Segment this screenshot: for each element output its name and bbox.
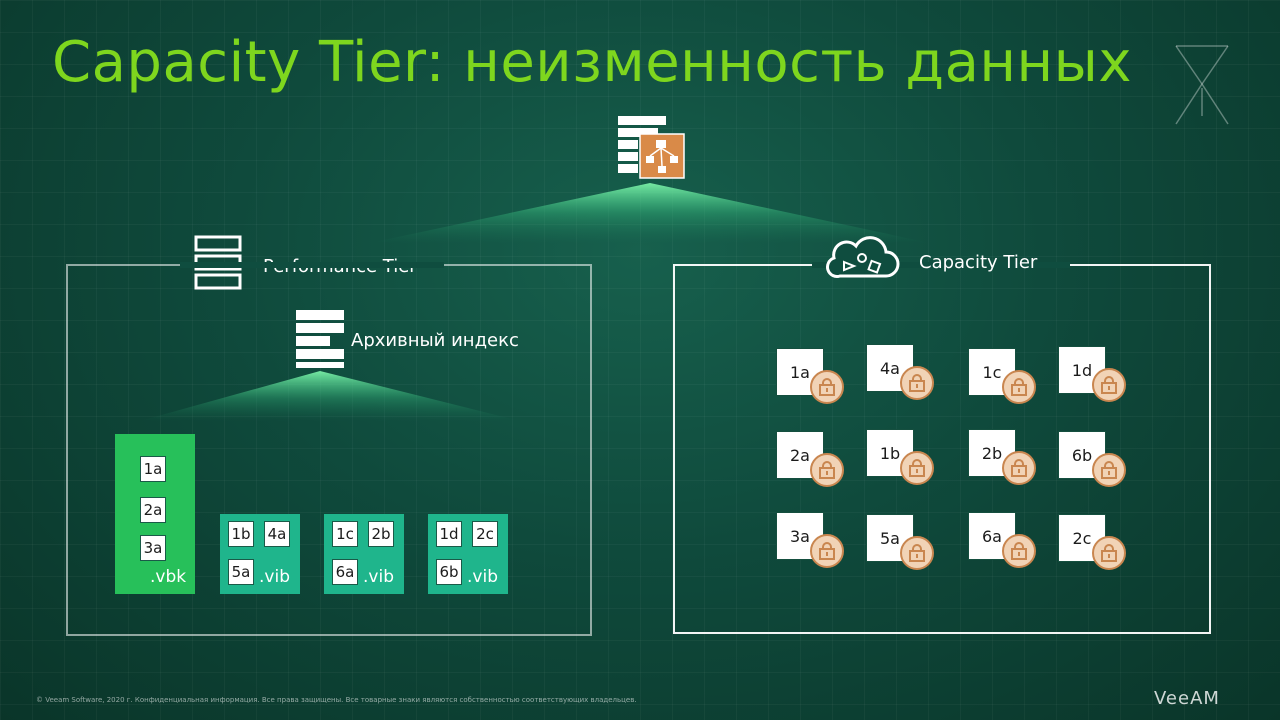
lock-icon [900, 536, 934, 570]
copyright-footer: © Veeam Software, 2020 г. Конфиденциальн… [36, 696, 637, 704]
capacity-block: 1d [1058, 346, 1128, 406]
lock-icon [1002, 370, 1036, 404]
cloud-storage-icon [826, 236, 900, 278]
capacity-block: 2c [1058, 514, 1128, 574]
capacity-block: 1c [968, 348, 1038, 408]
lock-icon [810, 370, 844, 404]
lock-icon [810, 534, 844, 568]
block-chip: 5a [228, 559, 254, 585]
file-extension-label: .vib [467, 567, 498, 587]
capacity-block: 6a [968, 512, 1038, 572]
decorative-hourglass-icon [1175, 45, 1229, 125]
block-chip: 6b [436, 559, 462, 585]
file-extension-label: .vbk [150, 567, 187, 587]
block-chip: 2b [368, 521, 394, 547]
block-chip: 2c [472, 521, 498, 547]
capacity-block: 6b [1058, 431, 1128, 491]
block-chip: 2a [140, 497, 166, 523]
lock-icon [1092, 536, 1126, 570]
block-chip: 3a [140, 535, 166, 561]
capacity-block: 5a [866, 514, 936, 574]
capacity-block: 1b [866, 429, 936, 489]
file-extension-label: .vib [363, 567, 394, 587]
lock-icon [1092, 453, 1126, 487]
slide-title: Capacity Tier: неизменность данных [52, 30, 1132, 95]
archive-index-label: Архивный индекс [351, 330, 519, 351]
block-chip: 1d [436, 521, 462, 547]
block-label: 6b [1058, 431, 1106, 479]
capacity-block: 2b [968, 429, 1038, 489]
block-chip: 1b [228, 521, 254, 547]
capacity-block: 1a [776, 348, 846, 408]
block-chip: 1c [332, 521, 358, 547]
lock-icon [900, 451, 934, 485]
file-extension-label: .vib [259, 567, 290, 587]
lock-icon [1002, 534, 1036, 568]
capacity-block: 2a [776, 431, 846, 491]
lock-icon [1002, 451, 1036, 485]
backup-repository-icon [618, 116, 685, 179]
block-chip: 4a [264, 521, 290, 547]
block-chip: 6a [332, 559, 358, 585]
index-glow-beam [140, 371, 520, 421]
top-glow-beam [370, 183, 930, 243]
capacity-block: 3a [776, 512, 846, 572]
block-chip: 1a [140, 456, 166, 482]
archive-index-icon [296, 310, 344, 368]
lock-icon [810, 453, 844, 487]
block-label: 1b [866, 429, 914, 477]
lock-icon [1092, 368, 1126, 402]
capacity-tier-frame [673, 264, 1211, 634]
capacity-tier-label: Capacity Tier [919, 252, 1038, 273]
veeam-logo: VeeAM [1154, 688, 1220, 709]
lock-icon [900, 366, 934, 400]
capacity-block: 4a [866, 344, 936, 404]
